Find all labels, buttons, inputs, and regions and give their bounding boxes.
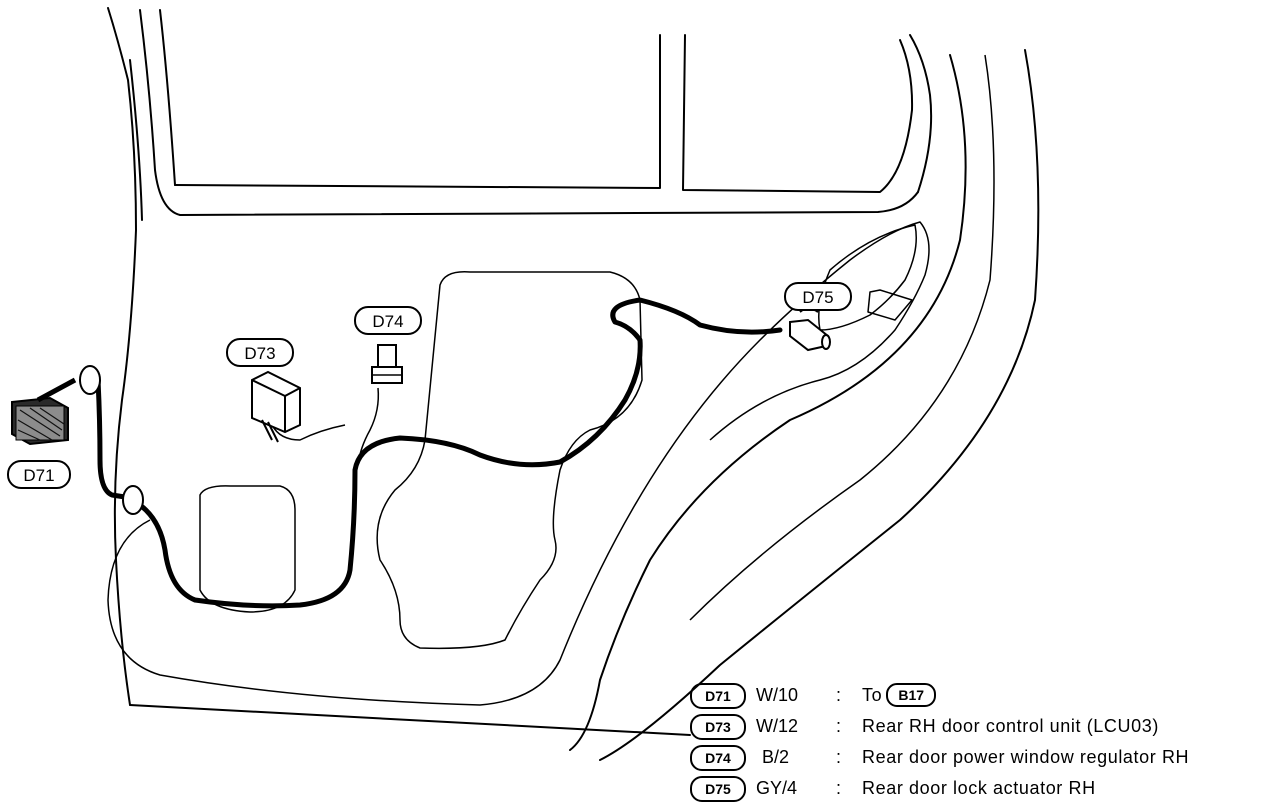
connector-d71 — [11, 365, 144, 515]
legend-row-d74: D74 B/2 : Rear door power window regulat… — [690, 744, 1260, 775]
separator: : — [836, 716, 842, 736]
callout-d71-label: D71 — [23, 466, 54, 485]
legend-row-d73: D73 W/12 : Rear RH door control unit (LC… — [690, 713, 1260, 744]
separator: : — [836, 747, 842, 767]
callout-d73-label: D73 — [244, 344, 275, 363]
connector-d73 — [251, 370, 301, 443]
description-text: To — [862, 685, 883, 705]
connector-description: Rear door power window regulator RH — [862, 747, 1190, 767]
wire-color: W/12 — [756, 716, 799, 736]
grommet-lower — [122, 485, 144, 515]
callout-d74: D74 — [354, 306, 422, 335]
wiring-harness — [95, 297, 783, 609]
connector-badge: D74 — [690, 745, 746, 771]
separator: : — [836, 685, 842, 705]
connector-description: Rear door lock actuator RH — [862, 778, 1096, 798]
wire-color: GY/4 — [756, 778, 798, 798]
connector-badge: D75 — [690, 776, 746, 802]
callout-d75-label: D75 — [802, 288, 833, 307]
wire-color: B/2 — [762, 747, 790, 767]
connector-d71-body — [11, 396, 69, 446]
door-outline — [107, 7, 1040, 761]
separator: : — [836, 778, 842, 798]
connector-d74 — [371, 344, 403, 384]
callout-d75: D75 — [784, 282, 852, 311]
wire-color: W/10 — [756, 685, 799, 705]
legend-row-d75: D75 GY/4 : Rear door lock actuator RH — [690, 775, 1260, 806]
connector-badge: D73 — [690, 714, 746, 740]
callout-d73: D73 — [226, 338, 294, 367]
connector-badge: D71 — [690, 683, 746, 709]
grommet-upper — [79, 365, 101, 395]
reference-badge: B17 — [886, 683, 937, 707]
callout-d74-label: D74 — [372, 312, 403, 331]
callout-d71: D71 — [7, 460, 71, 489]
connector-description: Rear RH door control unit (LCU03) — [862, 716, 1159, 736]
